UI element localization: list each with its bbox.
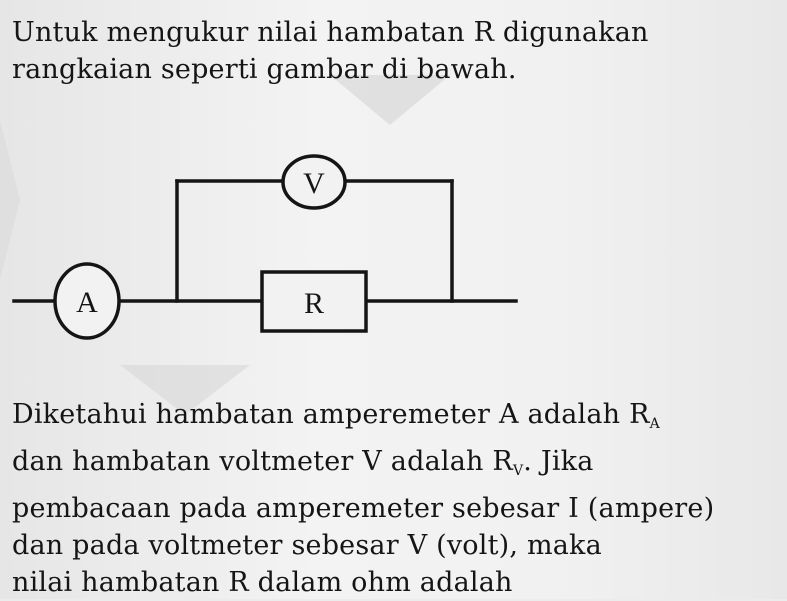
text-word: maka	[526, 530, 602, 561]
subscript-v: V	[512, 463, 524, 479]
symbol-r: R	[629, 399, 650, 430]
question-paragraph: Diketahui hambatan amperemeter A adalah …	[12, 396, 777, 601]
text-word: dan	[12, 530, 64, 561]
symbol-r: R	[492, 446, 513, 477]
text-tail: . Jika	[523, 446, 594, 477]
watermark-triangle	[330, 75, 450, 125]
ammeter-label: A	[76, 286, 98, 319]
ammeter-symbol	[53, 262, 121, 340]
subscript-a: A	[649, 416, 660, 432]
intro-line-1: Untuk mengukur nilai hambatan R digunaka…	[12, 17, 649, 48]
watermark-triangle	[0, 120, 20, 280]
resistance-ammeter-symbol: RA	[629, 399, 660, 432]
intro-paragraph: Untuk mengukur nilai hambatan R digunaka…	[12, 14, 772, 88]
question-line-3: pembacaan pada amperemeter sebesar I (am…	[12, 493, 715, 524]
resistor-label: R	[304, 287, 324, 320]
question-line-1: Diketahui hambatan amperemeter A adalah …	[12, 396, 752, 443]
intro-line-2: rangkaian seperti gambar di bawah.	[12, 54, 517, 85]
text-word: pada	[72, 530, 140, 561]
text-word: hambatan	[155, 399, 294, 430]
voltmeter-symbol	[281, 154, 347, 210]
text-word: V	[407, 530, 428, 561]
resistance-voltmeter-symbol: RV. Jika	[492, 446, 594, 479]
voltmeter-label: V	[303, 167, 325, 200]
text-word: sebesar	[291, 530, 399, 561]
text-word: (volt),	[436, 530, 519, 561]
text-word: voltmeter	[148, 530, 283, 561]
text-word: hambatan	[72, 446, 211, 477]
question-line-2: dan hambatan voltmeter V adalah RV. Jika	[12, 443, 752, 490]
question-line-5: nilai hambatan R dalam ohm adalah	[12, 567, 513, 598]
text-word: amperemeter	[302, 399, 491, 430]
text-word: voltmeter	[219, 446, 354, 477]
text-word: V	[362, 446, 382, 477]
watermark-triangle	[120, 365, 250, 415]
text-word: Diketahui	[12, 399, 147, 430]
circuit-diagram: V A R	[12, 154, 518, 340]
text-word: adalah	[527, 399, 621, 430]
question-line-4: dan pada voltmeter sebesar V (volt), mak…	[12, 527, 752, 564]
text-word: A	[498, 399, 519, 430]
text-word: adalah	[390, 446, 484, 477]
resistor-symbol	[260, 270, 368, 333]
text-word: dan	[12, 446, 64, 477]
